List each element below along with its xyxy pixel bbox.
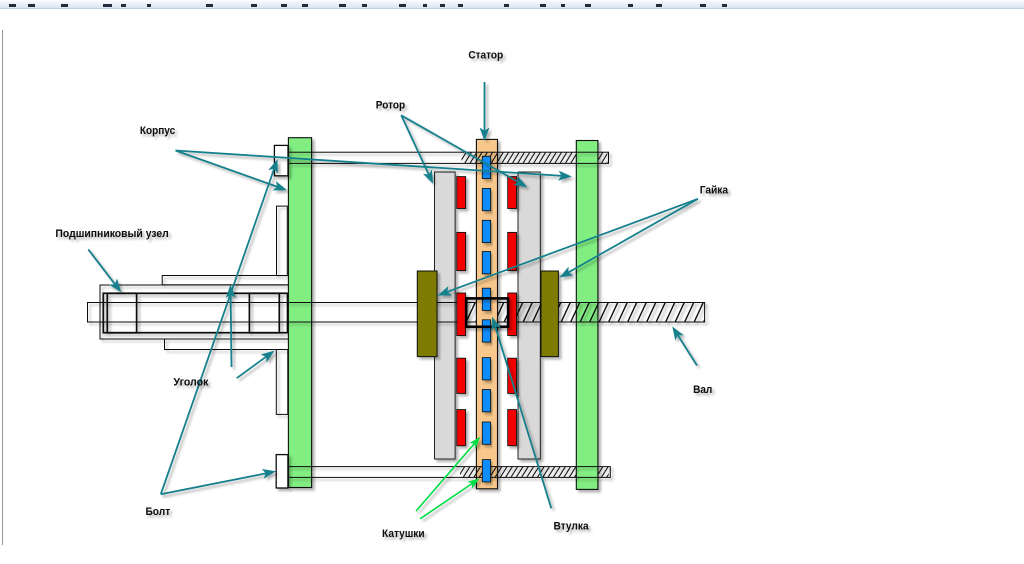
svg-text:Корпус: Корпус bbox=[140, 125, 175, 137]
svg-text:Гайка: Гайка bbox=[700, 185, 729, 197]
svg-text:Статор: Статор bbox=[468, 49, 503, 61]
svg-text:Вал: Вал bbox=[693, 384, 712, 396]
svg-text:Подшипниковый узел: Подшипниковый узел bbox=[55, 228, 168, 240]
svg-text:Катушки: Катушки bbox=[382, 528, 425, 540]
svg-text:Втулка: Втулка bbox=[554, 520, 590, 532]
svg-text:Болт: Болт bbox=[146, 506, 171, 518]
svg-text:Ротор: Ротор bbox=[376, 99, 405, 111]
svg-text:Уголок: Уголок bbox=[173, 376, 208, 388]
